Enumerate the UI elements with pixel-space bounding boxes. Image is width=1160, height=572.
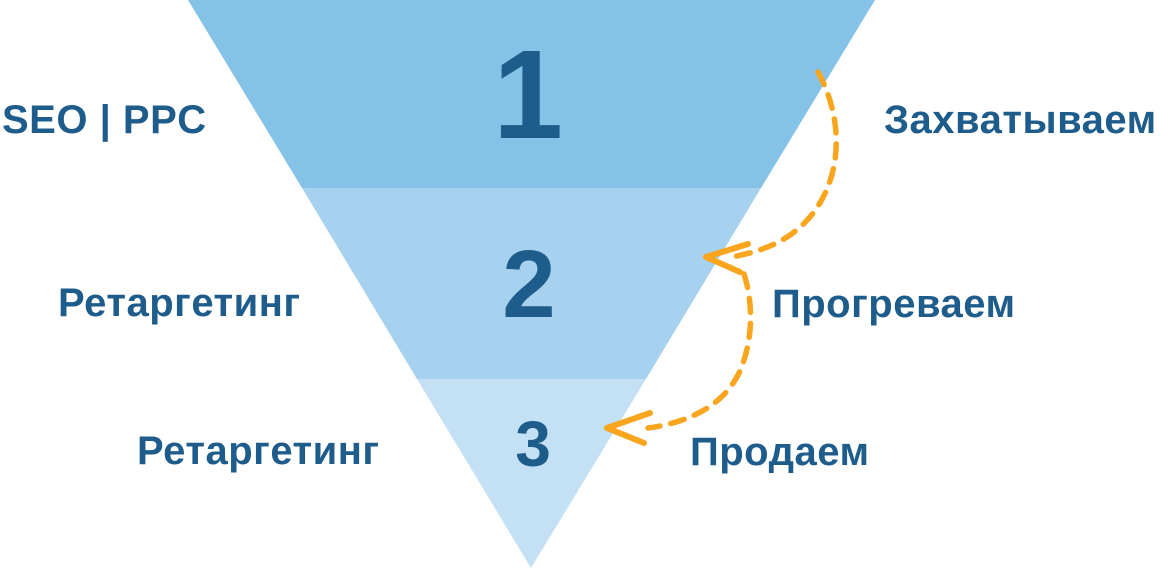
arrowhead-icon xyxy=(604,410,653,446)
level-3-left-label: Ретаргетинг xyxy=(137,429,380,473)
dashed-arrow-curve xyxy=(645,271,754,431)
arrowhead-icon xyxy=(703,241,751,275)
funnel-band-level-3 xyxy=(417,379,646,568)
funnel-band-level-1 xyxy=(188,0,875,188)
funnel-band-level-2 xyxy=(302,188,761,379)
level-2-number: 2 xyxy=(502,231,556,338)
dashed-arrow-capture-to-warm xyxy=(703,69,839,275)
dashed-arrow-warm-to-sell xyxy=(604,271,754,446)
level-2-right-label: Прогреваем xyxy=(772,282,1016,326)
level-2-left-label: Ретаргетинг xyxy=(58,281,301,325)
dashed-arrow-curve xyxy=(723,69,839,261)
level-1-number: 1 xyxy=(492,24,564,165)
level-1-right-label: Захватываем xyxy=(884,98,1157,142)
level-3-number: 3 xyxy=(515,408,551,480)
level-1-left-label: SEO | PPC xyxy=(2,98,207,142)
level-3-right-label: Продаем xyxy=(690,430,870,474)
